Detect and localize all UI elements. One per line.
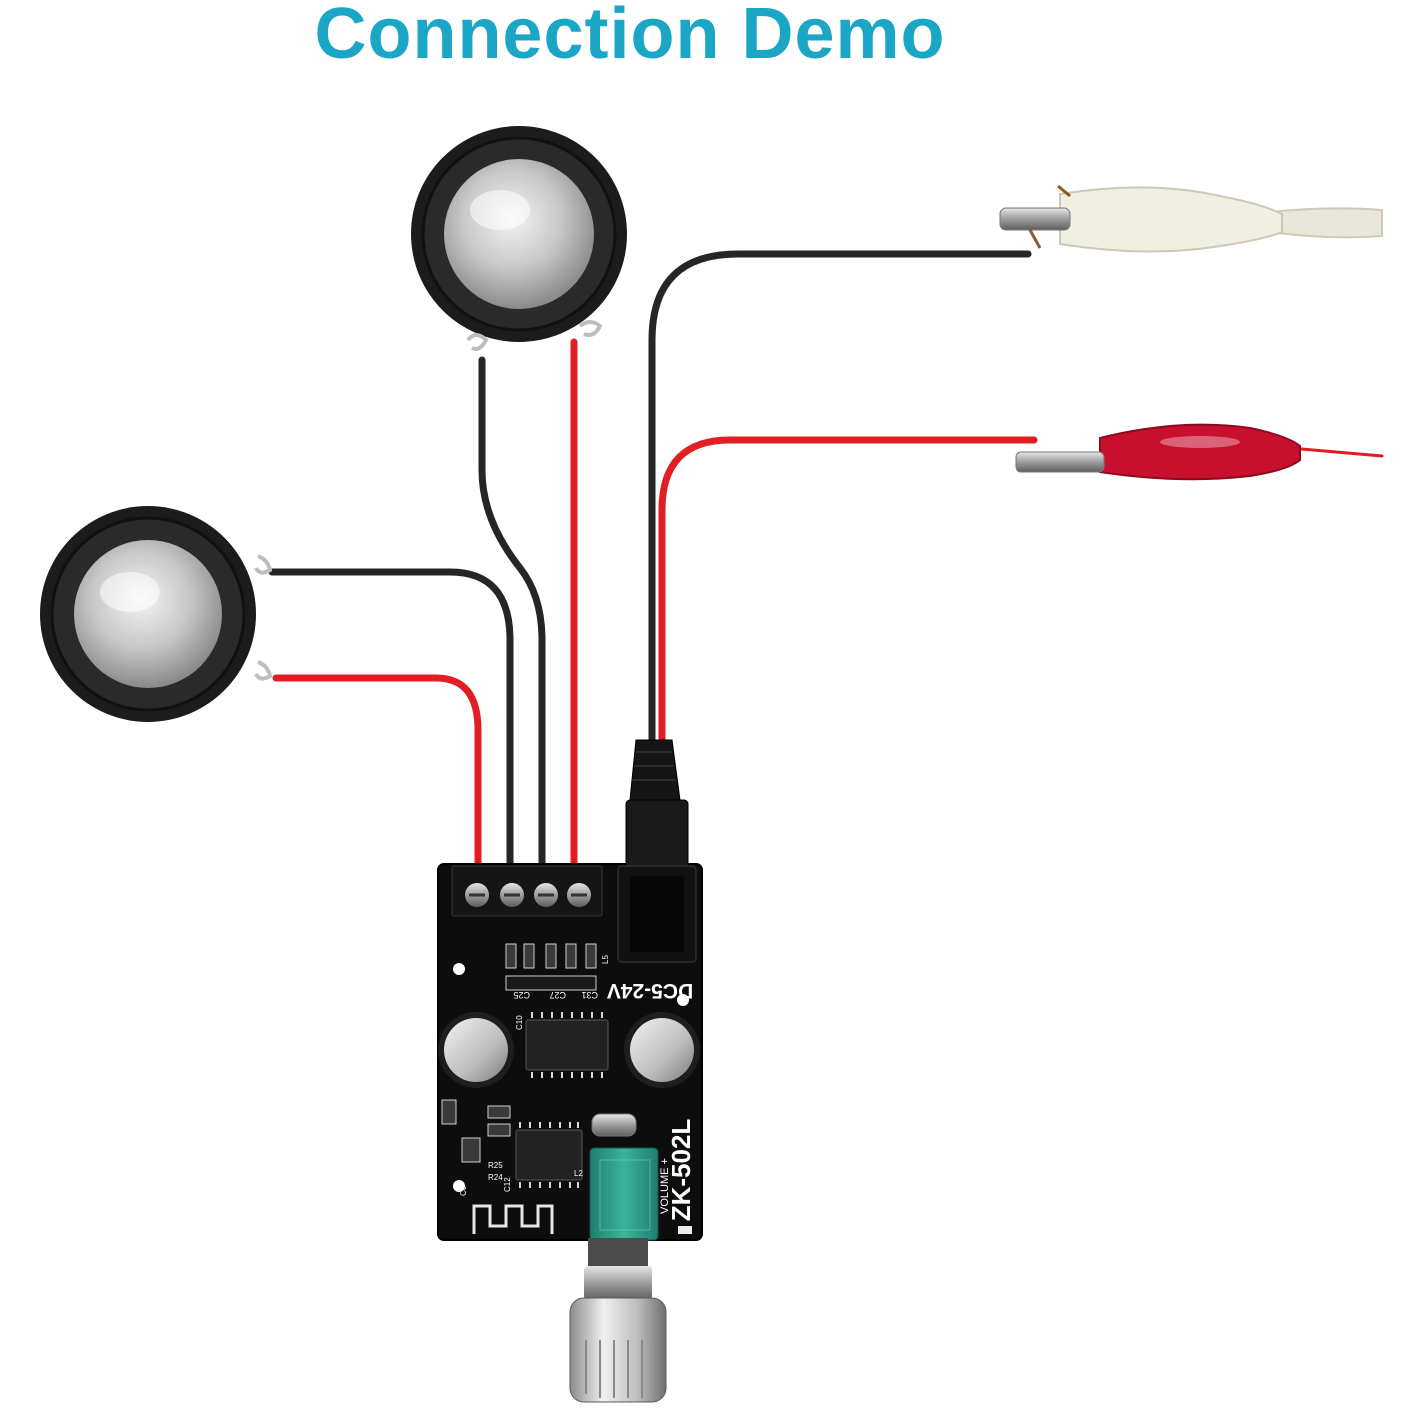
voltage-label: DC5-24V [607, 979, 693, 1002]
smd-components [441, 943, 597, 1163]
speaker-icon [411, 126, 627, 351]
wire-power-red [658, 436, 1038, 744]
capacitor-left [438, 1012, 514, 1088]
bluetooth-antenna-icon [472, 1204, 554, 1234]
silkscreen-label: C12 [503, 1177, 512, 1192]
silkscreen-label: C25 [513, 990, 530, 1000]
silkscreen-label: C27 [549, 990, 566, 1000]
speaker-icon [40, 506, 273, 722]
wire-top-speaker-black [478, 356, 546, 874]
dc-jack-icon [617, 739, 697, 963]
wire-clip-red-tail [1288, 446, 1384, 458]
model-label: ZK-502L [666, 1119, 696, 1222]
silkscreen-label: R24 [488, 1173, 503, 1182]
volume-label: VOLUME + [659, 1158, 671, 1214]
silkscreen-label: L2 [574, 1169, 583, 1178]
potentiometer-knob-icon[interactable] [569, 1147, 667, 1403]
wire-left-speaker-black [268, 568, 514, 874]
alligator-clip-icon [999, 184, 1383, 253]
wires [268, 250, 1384, 874]
screw-terminal-icon [451, 865, 603, 917]
silkscreen-label: R25 [488, 1161, 503, 1170]
page-title: Connection Demo [314, 0, 946, 74]
wire-left-speaker-red [272, 674, 482, 874]
silkscreen-label: C10 [515, 1015, 524, 1030]
alligator-clip-icon [1015, 423, 1301, 481]
amplifier-board: DC5-24V ZK-502L VOLUME + C25 C27 C31 C10… [437, 739, 703, 1403]
silkscreen-label: C31 [581, 990, 598, 1000]
wire-power-black [648, 250, 1032, 744]
silkscreen-label: C6 [459, 1185, 468, 1196]
capacitor-right [624, 1012, 700, 1088]
silkscreen-label: L5 [601, 955, 610, 964]
